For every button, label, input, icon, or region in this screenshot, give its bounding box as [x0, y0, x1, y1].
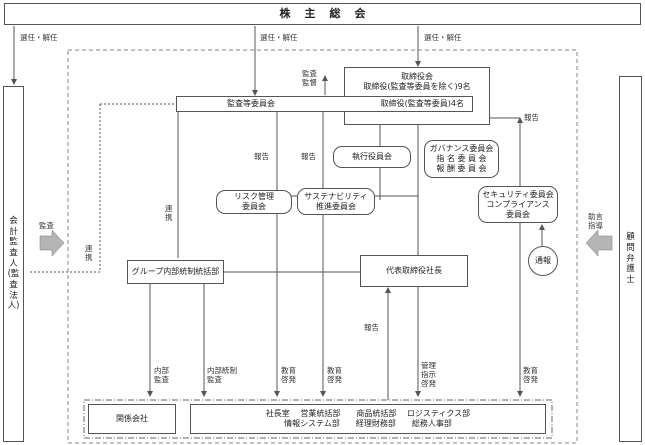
- audit-arrow-label: 監査: [39, 221, 54, 230]
- audit-block-arrow: [39, 229, 65, 257]
- liaison-dashed: [30, 104, 101, 273]
- risk-committee-box: リスク管理 委員会: [216, 190, 292, 214]
- affiliates-box: 関係会社: [88, 404, 176, 434]
- audit-supervise-label: 監査 監督: [302, 69, 317, 87]
- report-label-c: 報告: [524, 113, 539, 122]
- accounting-auditor-label: 会計監査人(監査法人): [7, 216, 20, 312]
- education-label-c: 教育 啓発: [523, 366, 538, 384]
- departments-box: 社長室 営業統括部 商品統括部 ロジスティクス部 情報システム部 経理財務部 総…: [190, 404, 546, 434]
- elect-label-left: 選任・解任: [20, 33, 58, 42]
- group-internal-control-box: グループ内部統制統括部: [127, 260, 224, 284]
- president-box: 代表取締役社長: [360, 255, 468, 287]
- report-label-b: 報告: [301, 152, 316, 161]
- elect-label-right: 選任・解任: [424, 33, 462, 42]
- legal-counsel-label: 顧問弁護士: [626, 232, 635, 285]
- internal-control-audit-label: 内部統制 監査: [207, 366, 237, 384]
- audit-directors-label: 取締役(監査等委員)4名: [380, 99, 464, 108]
- legal-counsel-box: 顧問弁護士: [619, 76, 642, 442]
- audit-committee-label: 監査等委員会: [227, 99, 275, 108]
- company-boundary: [67, 49, 578, 444]
- report-label-d: 報告: [364, 323, 379, 332]
- governance-committee-box: ガバナンス委員会 指 名 委 員 会 報 酬 委 員 会: [424, 140, 499, 178]
- liaison-label-b: 連 携: [85, 244, 93, 262]
- advice-label: 助言 指導: [588, 212, 603, 230]
- audit-committee-box: 監査等委員会 取締役(監査等委員)4名: [176, 96, 473, 112]
- elect-label-mid: 選任・解任: [260, 33, 298, 42]
- shareholders-box: 株主総会: [4, 3, 641, 25]
- report-label-a: 報告: [254, 152, 269, 161]
- education-label-b: 教育 啓発: [327, 366, 342, 384]
- advice-block-arrow: [585, 229, 613, 257]
- management-instruction-label: 管理 指示 啓発: [421, 361, 436, 388]
- accounting-auditor-box: 会計監査人(監査法人): [3, 86, 24, 442]
- sustainability-committee-box: サステナビリティ 推進委員会: [297, 188, 375, 215]
- security-committee-box: セキュリティ委員会 コンプライアンス 委員会: [478, 186, 558, 223]
- organization-frame: [83, 399, 553, 439]
- executive-committee-box: 執行役員会: [333, 146, 411, 168]
- education-label-a: 教育 啓発: [281, 366, 296, 384]
- whistleblower-circle: 通報: [528, 246, 558, 276]
- liaison-label-a: 連 携: [165, 204, 173, 222]
- internal-audit-label: 内部 監査: [154, 366, 169, 384]
